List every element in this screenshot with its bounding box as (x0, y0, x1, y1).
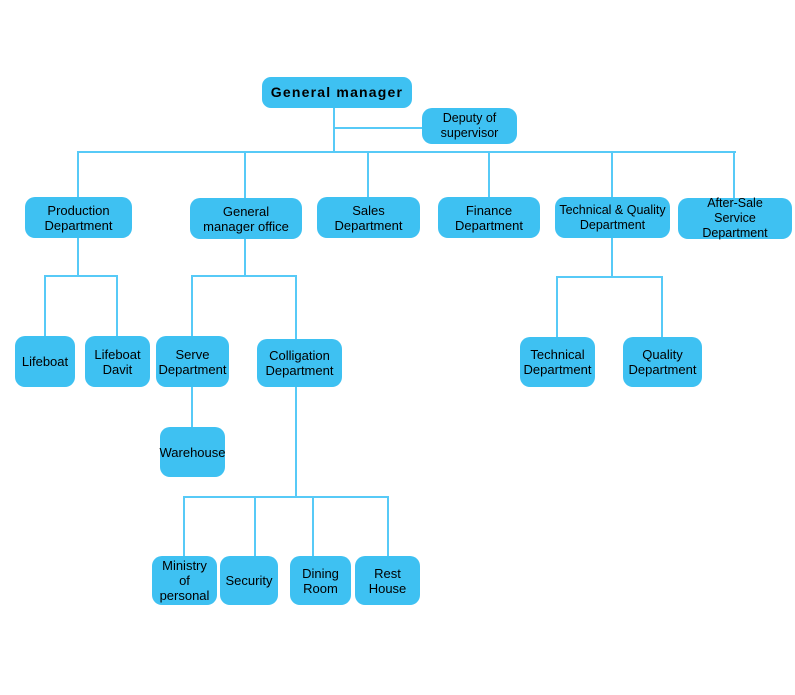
connector-line (44, 275, 118, 277)
connector-line (254, 497, 256, 556)
connector-line (333, 106, 335, 152)
node-ministry-of-personal: Ministry of personal (152, 556, 217, 605)
node-rest-house: Rest House (355, 556, 420, 605)
connector-line (556, 277, 558, 337)
connector-line (116, 276, 118, 336)
node-colligation-department: Colligation Department (257, 339, 342, 387)
connector-line (661, 277, 663, 337)
connector-line (611, 152, 613, 198)
connector-line (183, 497, 185, 556)
connector-line (733, 152, 735, 198)
connector-line (312, 497, 314, 556)
connector-line (488, 152, 490, 198)
connector-line (387, 497, 389, 556)
node-lifeboat-davit: Lifeboat Davit (85, 336, 150, 387)
connector-line (244, 152, 246, 198)
connector-line (556, 276, 663, 278)
node-dining-room: Dining Room (290, 556, 351, 605)
connector-line (295, 276, 297, 339)
connector-line (611, 238, 613, 278)
node-sales-department: Sales Department (317, 197, 420, 238)
node-general-manager: General manager (262, 77, 412, 108)
connector-line (191, 275, 297, 277)
connector-line (44, 276, 46, 336)
connector-line (333, 127, 423, 129)
connector-line (295, 387, 297, 497)
node-general-manager-office: General manager office (190, 198, 302, 239)
node-after-sale-service-department: After-Sale Service Department (678, 196, 792, 240)
connector-line (367, 152, 369, 198)
connector-line (191, 387, 193, 427)
node-finance-department: Finance Department (438, 197, 540, 238)
connector-line (244, 239, 246, 277)
connector-line (77, 152, 79, 198)
connector-line (183, 496, 389, 498)
node-lifeboat: Lifeboat (15, 336, 75, 387)
connector-line (191, 276, 193, 336)
node-production-department: Production Department (25, 197, 132, 238)
connector-line (77, 238, 79, 277)
node-serve-department: Serve Department (156, 336, 229, 387)
node-technical-department: Technical Department (520, 337, 595, 387)
node-technical-quality-department: Technical & Quality Department (555, 197, 670, 238)
node-quality-department: Quality Department (623, 337, 702, 387)
node-security: Security (220, 556, 278, 605)
node-deputy-of-supervisor: Deputy of supervisor (422, 108, 517, 144)
connector-line (77, 151, 736, 153)
node-warehouse: Warehouse (160, 427, 226, 477)
